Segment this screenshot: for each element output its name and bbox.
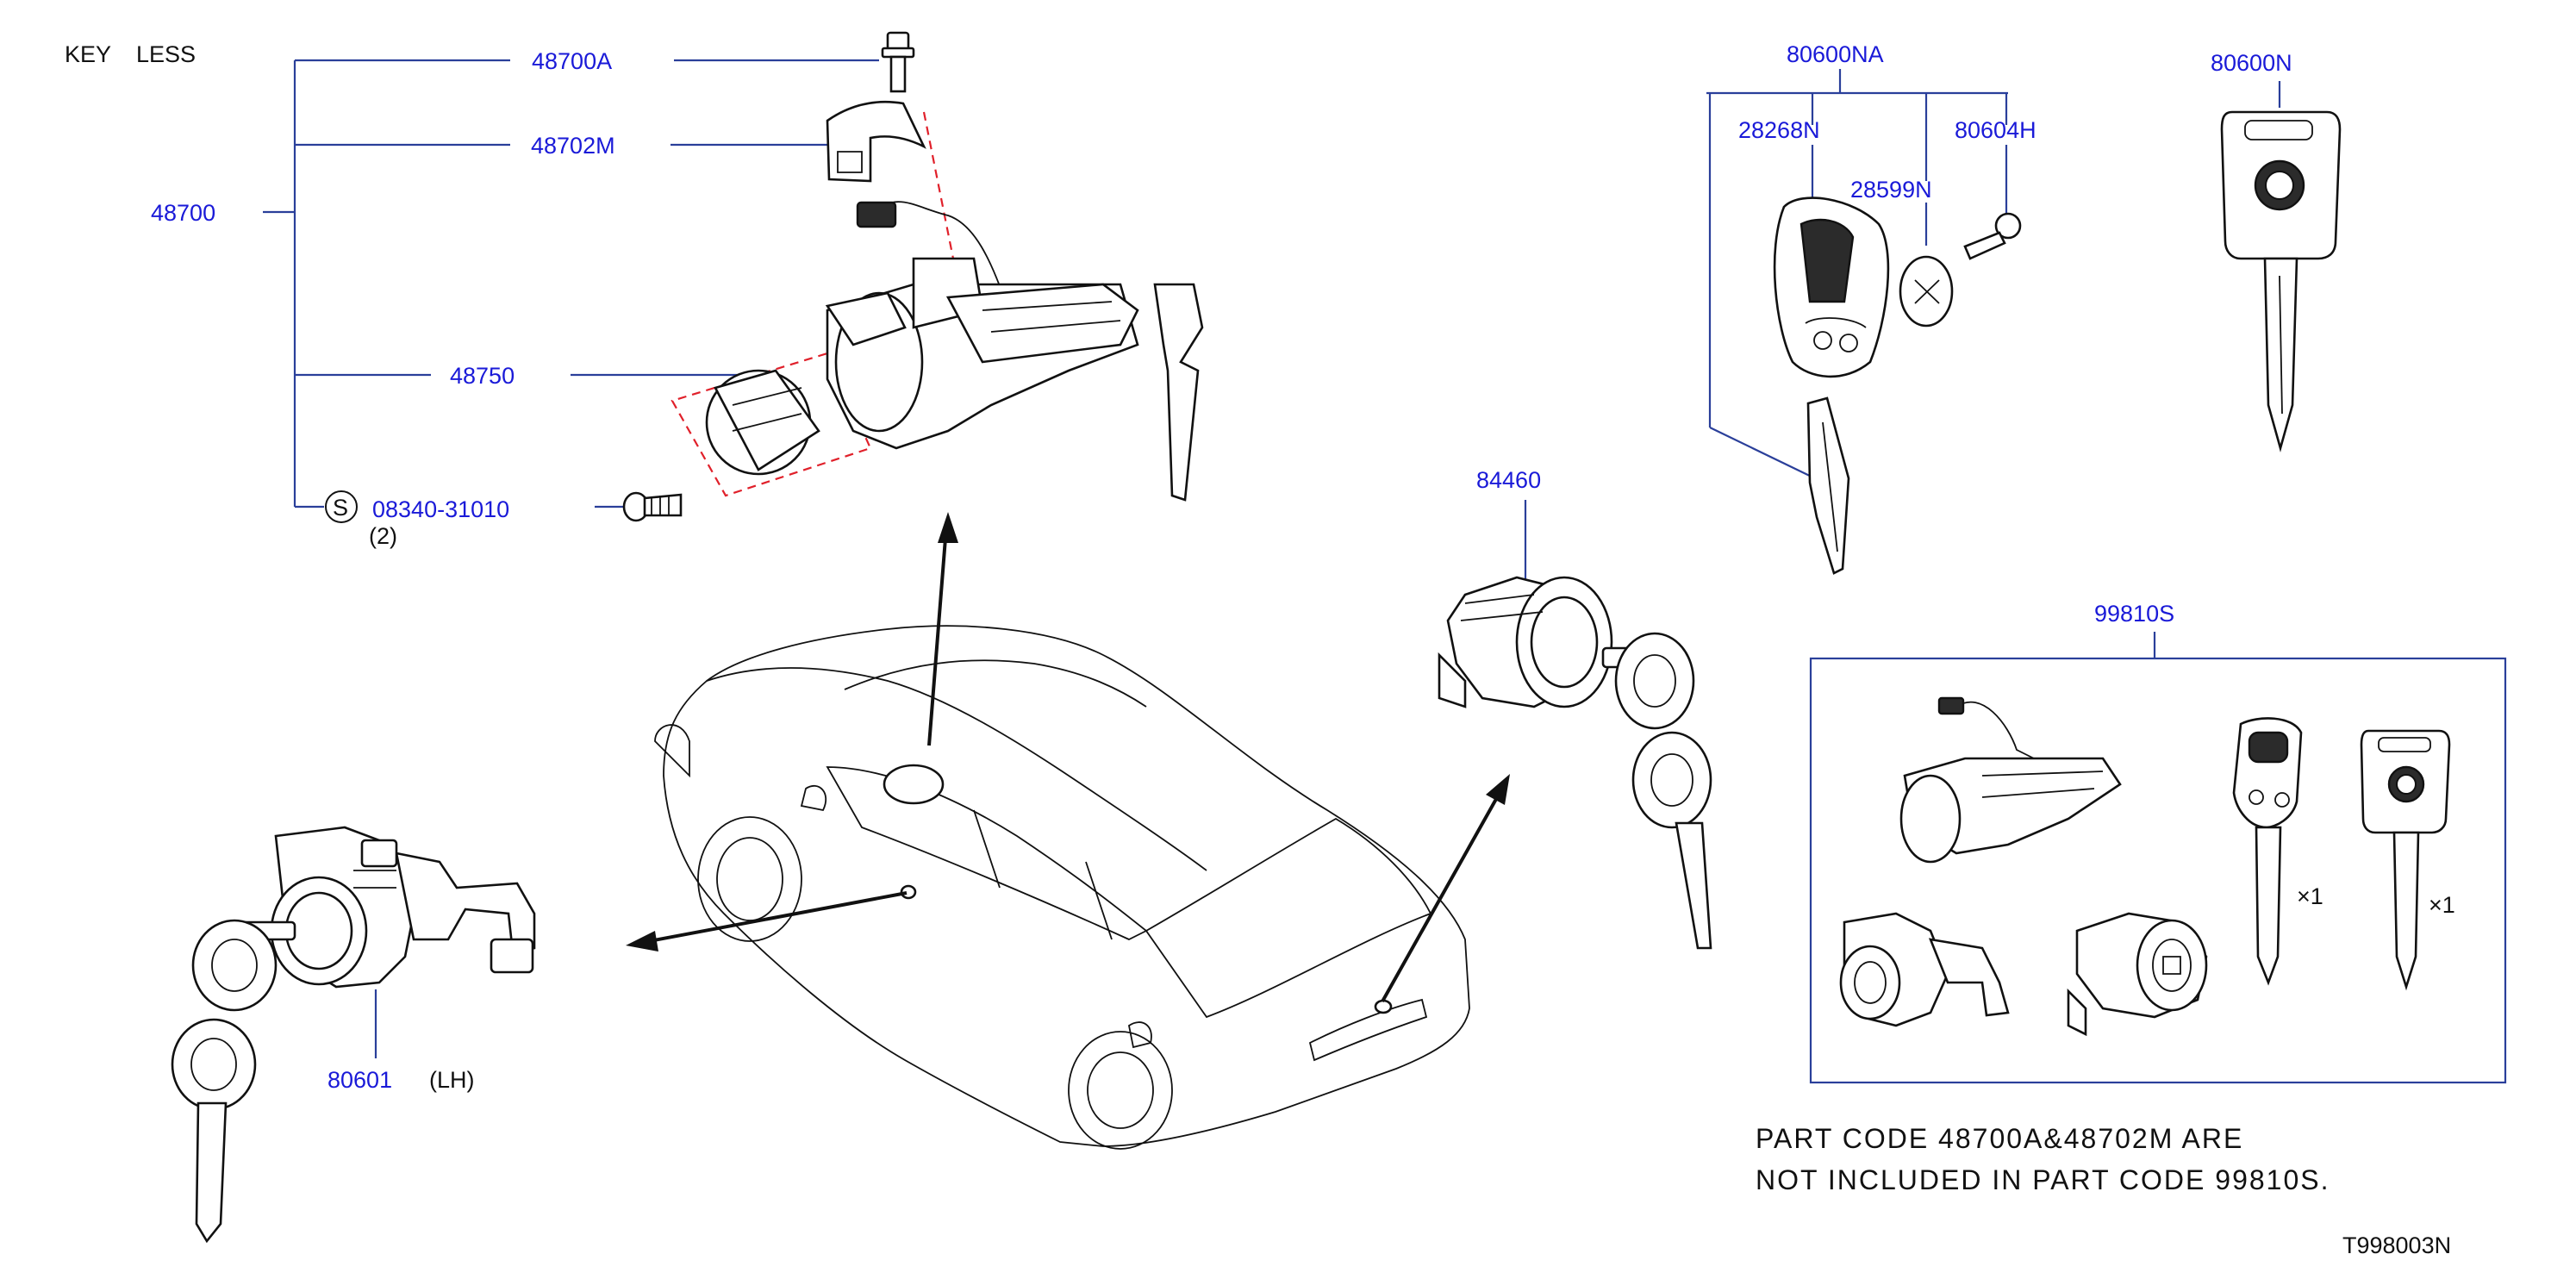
key-blade-80600NA: [1806, 396, 1850, 575]
less-label: LESS: [136, 41, 196, 67]
qty-x1-key: ×1: [2429, 892, 2455, 918]
shear-clamp-48702M: [826, 100, 926, 183]
part-48750[interactable]: 48750: [450, 363, 515, 389]
part-99810S[interactable]: 99810S: [2094, 601, 2174, 627]
kit-door-lock: [1839, 912, 2010, 1027]
part-84460[interactable]: 84460: [1476, 467, 1541, 493]
kit-ignition-lock: [1899, 696, 2122, 864]
part-48700[interactable]: 48700: [151, 200, 215, 226]
kit-plain-key: [2360, 729, 2451, 991]
kit-99810S[interactable]: [1809, 632, 2507, 1084]
part-80604H[interactable]: 80604H: [1955, 117, 2036, 143]
battery-28599N[interactable]: [1899, 255, 1954, 328]
bolt-48700A: [881, 31, 915, 93]
trunk-lock-84460[interactable]: [1438, 500, 1712, 950]
note-line-1: PART CODE 48700A&48702M ARE: [1756, 1123, 2243, 1154]
part-80601[interactable]: 80601: [327, 1067, 392, 1093]
screw-08340-31010: [622, 491, 683, 522]
part-28268N[interactable]: 28268N: [1738, 117, 1820, 143]
key-cylinder-48750: [705, 369, 820, 476]
part-28599N[interactable]: 28599N: [1850, 177, 1932, 203]
kit-trunk-lock: [2067, 912, 2208, 1037]
part-80600N[interactable]: 80600N: [2211, 50, 2292, 76]
diagram-code: T998003N: [2342, 1232, 2451, 1258]
part-48702M[interactable]: 48702M: [531, 133, 615, 159]
ignition-lock-assembly[interactable]: [622, 31, 1204, 522]
callout-arrows: [626, 512, 1510, 1002]
remote-key-head-28268N[interactable]: [1773, 197, 1890, 378]
key-label: KEY: [65, 41, 111, 67]
qty-x1-fob: ×1: [2297, 883, 2323, 909]
kit-remote-key: [2232, 717, 2303, 986]
part-08340-31010[interactable]: 08340-31010: [372, 496, 509, 522]
vehicle-outline: [654, 625, 1470, 1150]
lh-label: (LH): [429, 1067, 475, 1093]
standard-part-symbol: S: [325, 490, 358, 523]
key-80600N[interactable]: [2220, 81, 2342, 452]
s-symbol-letter: S: [333, 495, 348, 521]
qty-2-label: (2): [369, 523, 397, 549]
part-80600NA[interactable]: 80600NA: [1787, 41, 1884, 67]
screw-80604H[interactable]: [1963, 212, 2022, 260]
leader-lines-80600NA: [1706, 69, 2008, 480]
note-line-2: NOT INCLUDED IN PART CODE 99810S.: [1756, 1164, 2330, 1195]
part-48700A[interactable]: 48700A: [532, 48, 612, 74]
door-lock-cylinder-80601[interactable]: [171, 826, 536, 1244]
